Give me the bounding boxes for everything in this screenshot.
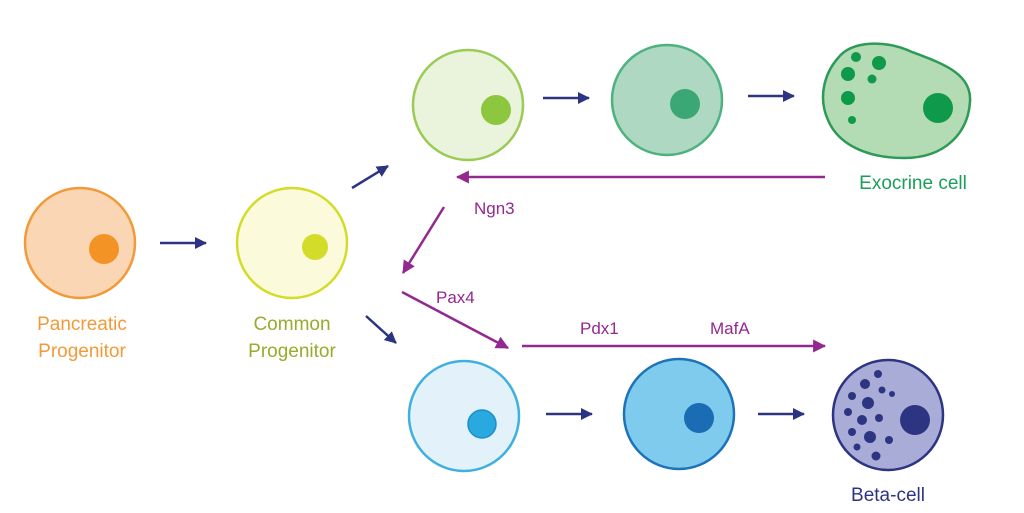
endocrine-intermediate-1-membrane: [407, 359, 521, 473]
zymogen-granule: [851, 52, 861, 62]
exocrine-intermediate-1-membrane: [411, 48, 525, 162]
arrow-common-to-endocrine-branch: [365, 315, 397, 344]
beta-cell: [831, 358, 945, 472]
endocrine-intermediate-cell-1: [407, 359, 521, 473]
insulin-granule: [844, 408, 852, 416]
exocrine-cell-label: Exocrine cell: [859, 173, 967, 194]
zymogen-granule: [872, 56, 886, 70]
common-progenitor-membrane: [235, 186, 349, 300]
insulin-granule: [871, 451, 881, 461]
pancreatic-progenitor-label-line1: Pancreatic: [37, 314, 127, 335]
insulin-granule: [864, 431, 876, 443]
common-progenitor-label-line1: Common: [253, 314, 330, 335]
zymogen-granule: [841, 91, 855, 105]
insulin-granule: [857, 415, 867, 425]
insulin-granule: [878, 386, 886, 394]
endocrine-intermediate-1-nucleus: [467, 409, 497, 439]
exocrine-intermediate-cell-2: [610, 43, 724, 157]
exocrine-intermediate-2-membrane: [610, 43, 724, 157]
endocrine-intermediate-2-membrane: [622, 357, 736, 471]
factor-label-ngn3: Ngn3: [474, 199, 515, 218]
pancreatic-progenitor-label-line2: Progenitor: [38, 341, 126, 362]
exocrine-intermediate-2-nucleus: [670, 89, 700, 119]
insulin-granule: [885, 436, 893, 444]
exocrine-cell-nucleus: [923, 93, 953, 123]
exocrine-cell-membrane: [821, 42, 972, 160]
zymogen-granule: [848, 116, 856, 124]
insulin-granule: [853, 443, 861, 451]
pancreatic-progenitor-cell: [23, 186, 137, 300]
beta-cell-nucleus: [900, 405, 930, 435]
common-progenitor-nucleus: [302, 234, 328, 260]
insulin-granule: [848, 428, 856, 436]
pancreatic-progenitor-membrane: [23, 186, 137, 300]
exocrine-intermediate-cell-1: [411, 48, 525, 162]
insulin-granule: [875, 414, 883, 422]
insulin-granule: [862, 397, 874, 409]
pancreatic-progenitor-nucleus: [89, 234, 119, 264]
insulin-granule: [874, 370, 882, 378]
factor-label-pax4: Pax4: [436, 288, 475, 307]
common-progenitor-cell: [235, 186, 349, 300]
common-progenitor-label-line2: Progenitor: [248, 341, 336, 362]
arrow-common-to-exocrine-branch: [351, 164, 389, 190]
endocrine-intermediate-2-nucleus: [684, 403, 714, 433]
insulin-granule: [848, 392, 856, 400]
insulin-granule: [889, 391, 895, 397]
beta-cell-label: Beta-cell: [851, 485, 925, 506]
zymogen-granule: [841, 67, 855, 81]
arrow-ngn3-induction: [401, 206, 446, 274]
exocrine-intermediate-1-nucleus: [481, 95, 511, 125]
exocrine-cell: [821, 42, 972, 160]
beta-cell-membrane: [831, 358, 945, 472]
factor-label-mafa: MafA: [710, 319, 750, 338]
endocrine-intermediate-cell-2: [622, 357, 736, 471]
zymogen-granule: [867, 74, 877, 84]
factor-label-pdx1: Pdx1: [580, 319, 619, 338]
insulin-granule: [860, 379, 870, 389]
arrow-pax4-induction: [401, 290, 509, 350]
